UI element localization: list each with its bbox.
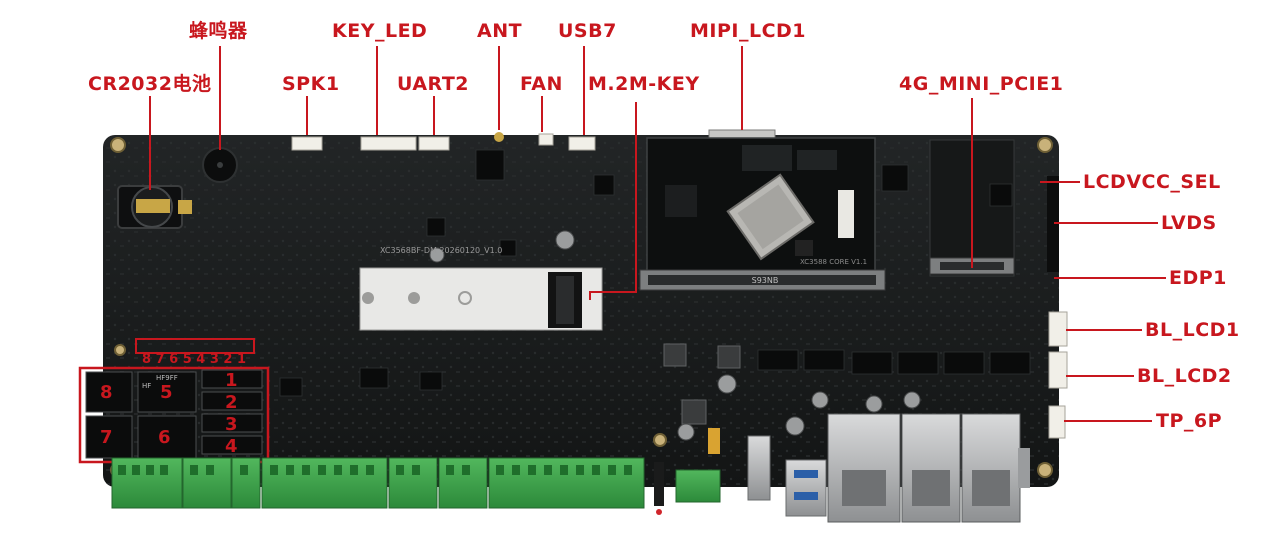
label-spk1: SPK1 bbox=[282, 73, 340, 95]
usb-ports bbox=[747, 435, 827, 517]
relay-number: 2 bbox=[225, 392, 238, 413]
label-buzzer: 蜂鸣器 bbox=[189, 20, 248, 42]
label-lvds: LVDS bbox=[1161, 212, 1217, 234]
relay-block: HF HF9FF bbox=[78, 366, 270, 464]
label-ant: ANT bbox=[477, 20, 523, 42]
relay-number-labels: 8 5 1 2 7 6 3 4 bbox=[100, 370, 238, 457]
relay-number: 8 bbox=[100, 382, 113, 403]
led-row: 8 7 6 5 4 3 2 1 bbox=[135, 338, 255, 367]
relay-number: 7 bbox=[100, 427, 113, 448]
label-fan: FAN bbox=[520, 73, 563, 95]
relay-model: HF9FF bbox=[156, 374, 178, 382]
buzzer bbox=[202, 147, 238, 183]
terminal-screws bbox=[118, 465, 632, 475]
inductors bbox=[663, 343, 741, 425]
label-cr2032: CR2032电池 bbox=[88, 73, 212, 95]
m2-socket bbox=[359, 267, 603, 331]
core-silkscreen: XC3588 CORE V1.1 bbox=[800, 258, 867, 266]
label-bl-lcd1: BL_LCD1 bbox=[1145, 319, 1240, 341]
label-lcdvcc-sel: LCDVCC_SEL bbox=[1083, 171, 1221, 193]
label-mipi-lcd1: MIPI_LCD1 bbox=[690, 20, 807, 42]
board-id-silkscreen: XC3568BF-DM 20260120_V1.0 bbox=[380, 246, 502, 255]
label-uart2: UART2 bbox=[397, 73, 470, 95]
led-numbers: 8 7 6 5 4 3 2 1 bbox=[142, 352, 246, 367]
label-edp1: EDP1 bbox=[1169, 267, 1227, 289]
orange-component bbox=[708, 428, 720, 454]
relay-number: 5 bbox=[160, 382, 173, 403]
relay-number: 1 bbox=[225, 370, 238, 391]
relay-brand: HF bbox=[142, 382, 151, 390]
label-bl-lcd2: BL_LCD2 bbox=[1137, 365, 1232, 387]
top-connectors bbox=[291, 133, 596, 151]
relay-number: 6 bbox=[158, 427, 171, 448]
label-key-led: KEY_LED bbox=[332, 20, 428, 42]
label-m2-mkey: M.2M-KEY bbox=[588, 73, 700, 95]
ethernet-ports bbox=[827, 413, 1030, 523]
m2-silkscreen: S93NB bbox=[752, 276, 779, 285]
core-module: S93NB XC3588 CORE V1.1 bbox=[639, 137, 886, 291]
status-led bbox=[654, 462, 664, 515]
label-usb7: USB7 bbox=[558, 20, 617, 42]
misc-chips bbox=[279, 149, 1031, 397]
annotation-lines bbox=[149, 46, 1166, 422]
label-4g-mini-pcie: 4G_MINI_PCIE1 bbox=[899, 73, 1064, 95]
cr2032-battery-holder bbox=[117, 185, 192, 229]
label-tp-6p: TP_6P bbox=[1156, 410, 1223, 432]
capacitors bbox=[429, 230, 921, 441]
relay-number: 4 bbox=[225, 436, 238, 457]
antenna-connector bbox=[494, 132, 504, 142]
relay-number: 3 bbox=[225, 414, 238, 435]
